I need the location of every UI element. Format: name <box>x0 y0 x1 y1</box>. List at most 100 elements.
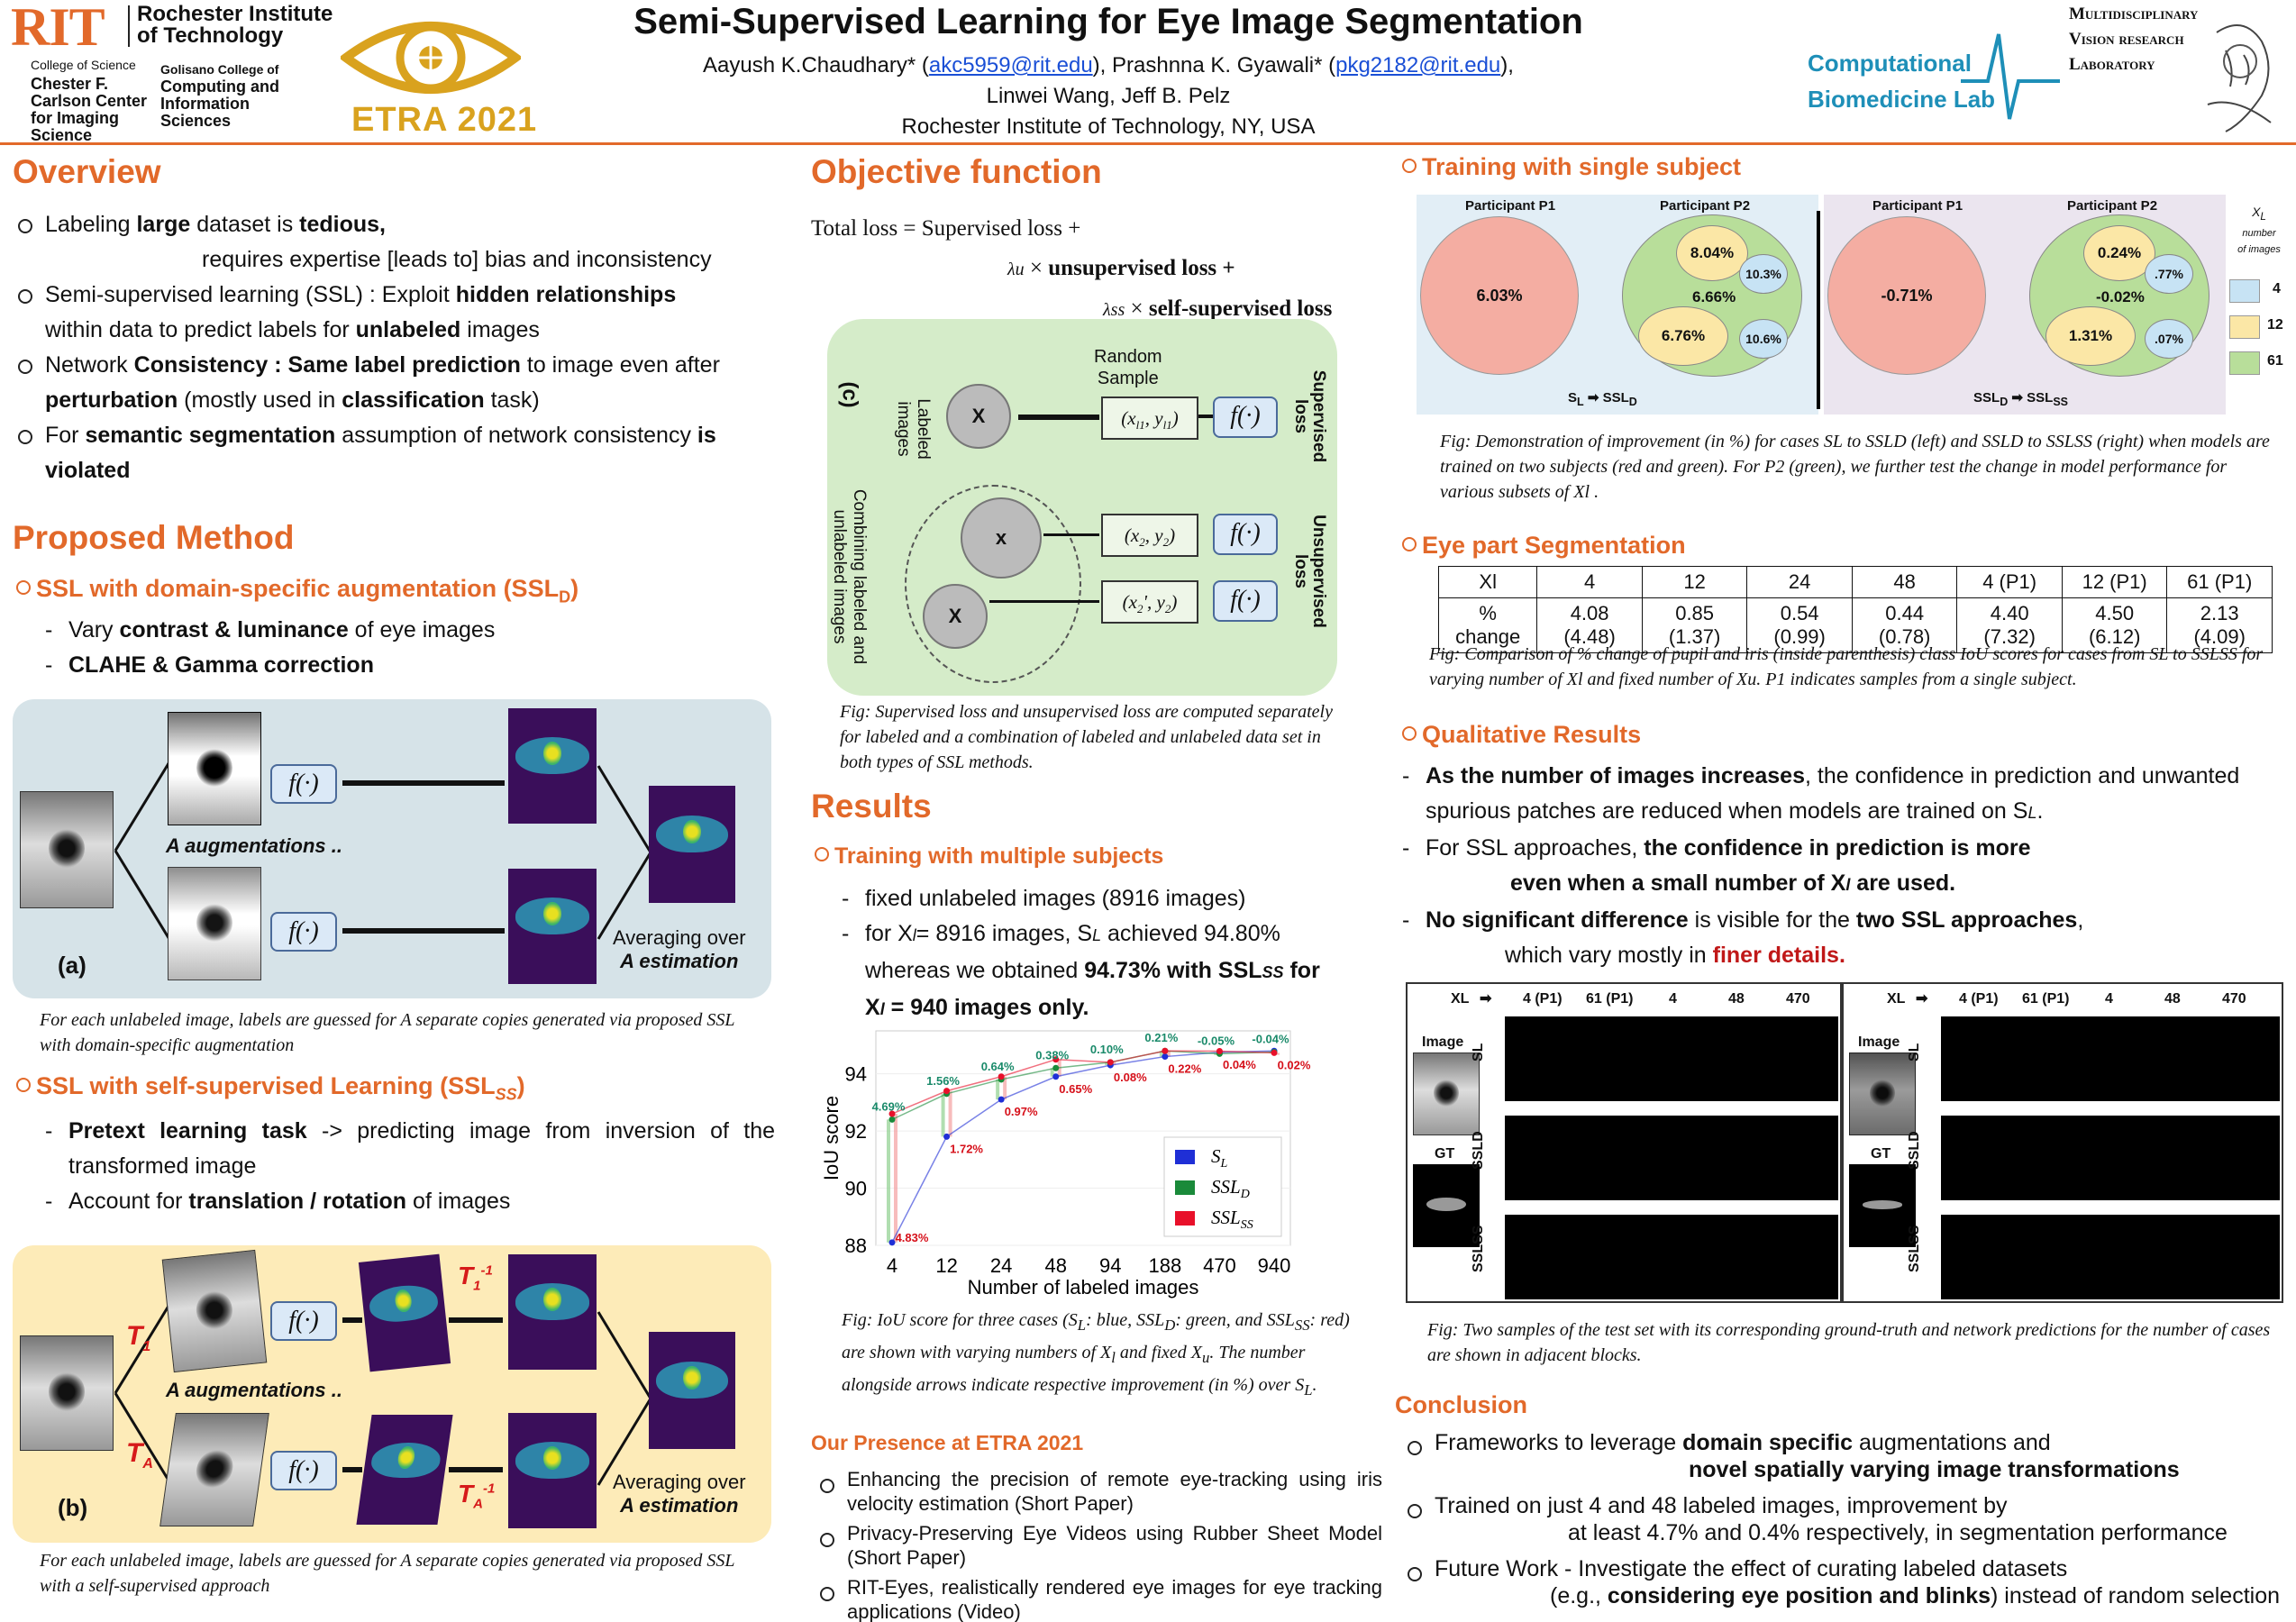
ssld-gain-label: 0.64% <box>981 1060 1015 1073</box>
fig-a-aug-eye-1 <box>168 712 261 825</box>
grid2-gt-image <box>1849 1164 1916 1247</box>
y-tick-label: 88 <box>845 1235 867 1257</box>
sslss-gain-label: 4.83% <box>896 1231 929 1244</box>
ssld-gain-label: 0.21% <box>1144 1031 1178 1044</box>
grid1-pred-sl <box>1505 1016 1838 1101</box>
series-point-2 <box>1216 1048 1223 1055</box>
series-point-2 <box>888 1110 896 1117</box>
venn-legend: XL number of images <box>2237 205 2281 255</box>
ssld-gain-label: -0.04% <box>1252 1032 1289 1045</box>
fig-b-caption: For each unlabeled image, labels are gue… <box>40 1551 735 1596</box>
figure-a: A augmentations .. f(·) f(·) Averaging o… <box>13 699 771 998</box>
fig-a-caption: For each unlabeled image, labels are gue… <box>40 1010 735 1055</box>
left-12-circle: 8.04% <box>1676 225 1748 281</box>
grid2-row-ssld: SSLD <box>1907 1131 1922 1170</box>
fig-b-transformed-eye-1 <box>161 1249 268 1373</box>
results-sub-multiple: Training with multiple subjects <box>815 843 1163 870</box>
overview-bullet-4: For semantic segmentation assumption of … <box>13 418 770 488</box>
overview-heading: Overview <box>13 153 161 190</box>
grid1-row-ssld: SSLD <box>1471 1131 1486 1170</box>
etra-logo-text: ETRA 2021 <box>351 101 538 139</box>
conclusion-item-1: Frameworks to leverage domain specific a… <box>1402 1429 2294 1483</box>
college-science: College of Science <box>31 58 136 72</box>
conclusion-item-2: Trained on just 4 and 48 labeled images,… <box>1402 1492 2294 1546</box>
sslss-gain-label: 0.04% <box>1223 1058 1256 1071</box>
ssld-list: Vary contrast & luminance of eye images … <box>36 613 775 683</box>
fig-a-label: (a) <box>58 952 87 979</box>
fig-b-network-1: f(·) <box>270 1301 337 1341</box>
left-p1-circle: 6.03% <box>1420 216 1579 375</box>
fig-c-sample-labeled: (xl1, yl1) <box>1101 396 1198 440</box>
results-list: fixed unlabeled images (8916 images) for… <box>833 881 1373 1027</box>
fig-c-label: (c) <box>837 381 862 408</box>
right-p1-circle: -0.71% <box>1827 216 1986 375</box>
presence-item-3: RIT-Eyes, realistically rendered eye ima… <box>815 1575 1382 1622</box>
fig-c-arrow-u1 <box>1043 533 1099 536</box>
legend-swatch-4 <box>2229 279 2260 303</box>
sslss-gain-label: 0.02% <box>1278 1058 1311 1071</box>
series-point-2 <box>1271 1049 1278 1056</box>
grid1-pred-sslss <box>1505 1215 1838 1299</box>
x-tick-label: 48 <box>1044 1254 1066 1277</box>
left-axis-label: SL ➡ SSLD <box>1568 390 1637 408</box>
overview-list: Labeling large dataset is tedious, requi… <box>13 207 770 488</box>
fig-c-sample-unlabeled-1: (x2, y2) <box>1101 514 1198 557</box>
grid2-pred-ssld <box>1941 1116 2280 1200</box>
sslss-improvement-bar <box>1276 1052 1280 1055</box>
grid1-col-2: 61 (P1) <box>1586 991 1634 1007</box>
sslss-gain-label: 0.22% <box>1168 1062 1201 1076</box>
grid1-row-sl: SL <box>1471 1043 1486 1062</box>
series-point-1 <box>888 1116 896 1123</box>
grid1-pred-ssld <box>1505 1116 1838 1200</box>
ssld-gain-label: 1.56% <box>926 1074 960 1088</box>
fig-c-dashed-group <box>905 485 1081 683</box>
fig-b-aug-label: A augmentations .. <box>166 1379 342 1401</box>
grid1-col-5: 470 <box>1786 991 1810 1007</box>
grid1-xl-label: XL <box>1451 991 1470 1007</box>
fig-b-t1-label: T1 <box>126 1321 151 1354</box>
x-tick-label: 12 <box>935 1254 957 1277</box>
email-link-1[interactable]: akc5959@rit.edu <box>928 53 1093 77</box>
sslss-gain-label: 0.65% <box>1059 1082 1092 1096</box>
x-tick-label: 470 <box>1203 1254 1236 1277</box>
fig-b-restored-2 <box>508 1413 597 1528</box>
y-axis-label: IoU score <box>820 1096 843 1180</box>
etra-eye-logo-icon <box>341 22 521 94</box>
fig-b-arrow-2 <box>342 1467 362 1472</box>
qualitative-caption: Fig: Two samples of the test set with it… <box>1427 1320 2271 1365</box>
grid1-col-1: 4 (P1) <box>1523 991 1563 1007</box>
x-tick-label: 94 <box>1099 1254 1121 1277</box>
figure-b: T1 TA A augmentations .. f(·) f(·) T1-1 … <box>13 1245 771 1543</box>
email-link-2[interactable]: pkg2182@rit.edu <box>1335 53 1501 77</box>
method-sub-ssld: SSL with domain-specific augmentation (S… <box>16 575 579 606</box>
eyepart-heading: Eye part Segmentation <box>1402 532 1686 560</box>
grid2-xl-arrow: ➡ <box>1916 991 1928 1007</box>
x-tick-label: 940 <box>1258 1254 1291 1277</box>
fig-b-restored-1 <box>508 1254 597 1370</box>
grid1-xl-arrow: ➡ <box>1480 991 1492 1007</box>
overview-bullet-1: Labeling large dataset is tedious, <box>13 207 770 242</box>
rit-separator <box>128 5 130 47</box>
ssld-gain-label: -0.05% <box>1198 1034 1235 1047</box>
ssld-gain-label: 0.38% <box>1035 1048 1069 1062</box>
y-tick-label: 94 <box>845 1063 867 1086</box>
heartbeat-icon <box>1961 33 2060 120</box>
grid1-row-sslss: SSLSS <box>1471 1225 1486 1272</box>
fig-b-pred-1 <box>358 1253 451 1372</box>
fig-a-pred-2 <box>508 869 597 984</box>
left-p2-value: 6.66% <box>1692 288 1736 305</box>
sslss-improvement-bar <box>894 1114 897 1243</box>
fig-c-network-1: f(·) <box>1213 396 1278 438</box>
presence-item-1: Enhancing the precision of remote eye-tr… <box>815 1467 1382 1516</box>
fig-c-supervised-loss: Supervised loss <box>1291 369 1328 463</box>
objective-formula: Total loss = Supervised loss + λu × unsu… <box>811 216 1333 321</box>
authors: Aayush K.Chaudhary* (akc5959@rit.edu), P… <box>703 53 1514 139</box>
ssld-improvement-bar <box>1105 1062 1109 1066</box>
presence-item-2: Privacy-Preserving Eye Videos using Rubb… <box>815 1521 1382 1570</box>
